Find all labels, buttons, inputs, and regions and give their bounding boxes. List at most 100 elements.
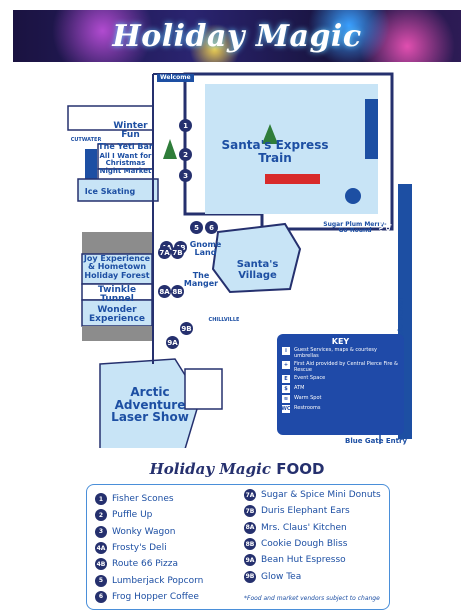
food-item: 8A Mrs. Claus' Kitchen bbox=[244, 520, 381, 536]
key-row-warm-spot: ≋ Warm Spot bbox=[277, 394, 404, 404]
food-item: 9A Bean Hut Espresso bbox=[244, 552, 381, 568]
food-item: 4B Route 66 Pizza bbox=[95, 556, 203, 572]
food-column-left: 1 Fisher Scones 2 Puffle Up 3 Wonky Wagon 4… bbox=[95, 491, 203, 605]
key-label: Warm Spot bbox=[294, 395, 322, 401]
food-badge: 9B bbox=[244, 570, 256, 583]
food-name: Wonky Wagon bbox=[112, 526, 176, 537]
food-title-script: Holiday Magic bbox=[149, 460, 271, 478]
warm-spot-icon: ≋ bbox=[282, 395, 290, 403]
food-item: 1 Fisher Scones bbox=[95, 491, 203, 507]
food-badge: 4B bbox=[95, 558, 107, 571]
key-title: KEY bbox=[331, 337, 350, 346]
key-row-event-space: E Event Space bbox=[277, 374, 404, 384]
food-list: 1 Fisher Scones 2 Puffle Up 3 Wonky Wagon 4… bbox=[86, 484, 390, 610]
page-title: Holiday Magic bbox=[112, 18, 362, 54]
marker-8b[interactable]: 8B bbox=[171, 285, 184, 298]
food-item: 4A Frosty's Deli bbox=[95, 540, 203, 556]
wonder-experience-label: Wonder Experience bbox=[89, 305, 145, 325]
marker-1[interactable]: 1 bbox=[179, 119, 192, 132]
marker-3[interactable]: 3 bbox=[179, 169, 192, 182]
food-item: 2 Puffle Up bbox=[95, 507, 203, 523]
key-row-guest-services: i Guest Services, maps & courtesy umbrel… bbox=[277, 346, 404, 360]
gnome-land-label: Gnome Land bbox=[189, 240, 222, 258]
santas-express-label: Santa's Express Train bbox=[221, 138, 329, 165]
marker-7a[interactable]: 7A bbox=[158, 246, 171, 259]
food-title: Holiday Magic FOOD bbox=[0, 460, 474, 478]
food-name: Mrs. Claus' Kitchen bbox=[261, 522, 347, 533]
key-label: First Aid provided by Central Pierce Fir… bbox=[294, 361, 398, 373]
map-drawing bbox=[67, 72, 412, 448]
key-row-first-aid: + First Aid provided by Central Pierce F… bbox=[277, 360, 404, 374]
chillville-label: CHILLVILLE bbox=[208, 317, 240, 323]
winter-fun-label: Winter Fun bbox=[113, 121, 148, 141]
food-item: 3 Wonky Wagon bbox=[95, 524, 203, 540]
food-note: *Food and market vendors subject to chan… bbox=[244, 595, 380, 602]
arctic-adventure-label: Arctic Adventure Laser Show bbox=[111, 385, 189, 425]
food-badge: 2 bbox=[95, 509, 107, 522]
key-row-restrooms: WC Restrooms bbox=[277, 404, 404, 414]
food-item: 9B Glow Tea bbox=[244, 568, 381, 584]
food-name: Cookie Dough Bliss bbox=[261, 539, 348, 550]
yeti-bar-label: The Yeti Bar bbox=[98, 142, 153, 151]
food-badge: 7B bbox=[244, 505, 256, 518]
christmas-market-label: All I Want for Christmas Night Market bbox=[99, 152, 152, 175]
food-badge: 9A bbox=[244, 554, 256, 567]
key-label: Restrooms bbox=[294, 405, 321, 411]
marker-6[interactable]: 6 bbox=[205, 221, 218, 234]
food-badge: 5 bbox=[95, 574, 107, 587]
food-badge: 8B bbox=[244, 538, 256, 551]
food-column-right: 7A Sugar & Spice Mini Donuts 7B Duris Elep… bbox=[244, 487, 381, 585]
food-name: Sugar & Spice Mini Donuts bbox=[261, 490, 381, 501]
info-icon: i bbox=[282, 347, 290, 355]
food-badge: 7A bbox=[244, 489, 256, 502]
food-badge: 4A bbox=[95, 542, 107, 555]
santas-express-area bbox=[205, 84, 378, 214]
food-title-word: FOOD bbox=[276, 460, 325, 478]
twinkle-tunnel-label: Twinkle Tunnel bbox=[97, 285, 137, 305]
marker-9b[interactable]: 9B bbox=[180, 322, 193, 335]
food-badge: 3 bbox=[95, 525, 107, 538]
blue-gate-entry-label: Blue Gate Entry bbox=[344, 437, 408, 445]
key-row-atm: $ ATM bbox=[277, 384, 404, 394]
people-mover-pickup-label: People Mover Pickup & Dropoff bbox=[377, 210, 393, 278]
food-item: 7B Duris Elephant Ears bbox=[244, 503, 381, 519]
map-key: KEY i Guest Services, maps & courtesy um… bbox=[277, 334, 404, 435]
marker-2[interactable]: 2 bbox=[179, 148, 192, 161]
food-name: Frosty's Deli bbox=[112, 543, 167, 554]
marker-9a[interactable]: 9A bbox=[166, 336, 179, 349]
atm-icon: $ bbox=[282, 385, 290, 393]
food-badge: 8A bbox=[244, 521, 256, 534]
food-badge: 1 bbox=[95, 493, 107, 506]
key-label: Event Space bbox=[294, 375, 326, 381]
food-name: Route 66 Pizza bbox=[112, 559, 178, 570]
food-item: 5 Lumberjack Popcorn bbox=[95, 572, 203, 588]
event-space-icon: E bbox=[282, 375, 290, 383]
marker-7b[interactable]: 7B bbox=[171, 246, 184, 259]
food-name: Lumberjack Popcorn bbox=[112, 575, 204, 586]
food-name: Bean Hut Espresso bbox=[261, 555, 346, 566]
food-item: 8B Cookie Dough Bliss bbox=[244, 536, 381, 552]
food-badge: 6 bbox=[95, 590, 107, 603]
welcome-label: Welcome bbox=[157, 74, 194, 83]
food-name: Frog Hopper Coffee bbox=[112, 591, 199, 602]
park-map: Welcome Winter Fun CUTWATER The Yeti Bar… bbox=[0, 64, 474, 448]
marker-8a[interactable]: 8A bbox=[158, 285, 171, 298]
sugar-plum-label: Sugar Plum Merry-Go-Round bbox=[323, 221, 387, 235]
joy-experience-label: Joy Experience & Hometown Holiday Forest bbox=[83, 254, 151, 280]
restroom-icon: WC bbox=[281, 405, 291, 413]
key-label: Guest Services, maps & courtesy umbrella… bbox=[294, 347, 377, 359]
food-name: Fisher Scones bbox=[112, 494, 174, 505]
key-label: ATM bbox=[294, 385, 305, 391]
food-name: Glow Tea bbox=[261, 571, 302, 582]
first-aid-icon: + bbox=[282, 361, 290, 369]
food-item: 6 Frog Hopper Coffee bbox=[95, 589, 203, 605]
marker-5[interactable]: 5 bbox=[190, 221, 203, 234]
the-manger-label: The Manger bbox=[183, 271, 219, 289]
cutwater-logo: CUTWATER bbox=[70, 137, 102, 143]
food-name: Duris Elephant Ears bbox=[261, 506, 350, 517]
food-item: 7A Sugar & Spice Mini Donuts bbox=[244, 487, 381, 503]
santas-village-label: Santa's Village bbox=[236, 259, 279, 281]
header-banner: Holiday Magic bbox=[13, 10, 461, 62]
ice-skating-label: Ice Skating bbox=[84, 187, 136, 196]
food-name: Puffle Up bbox=[112, 510, 153, 521]
